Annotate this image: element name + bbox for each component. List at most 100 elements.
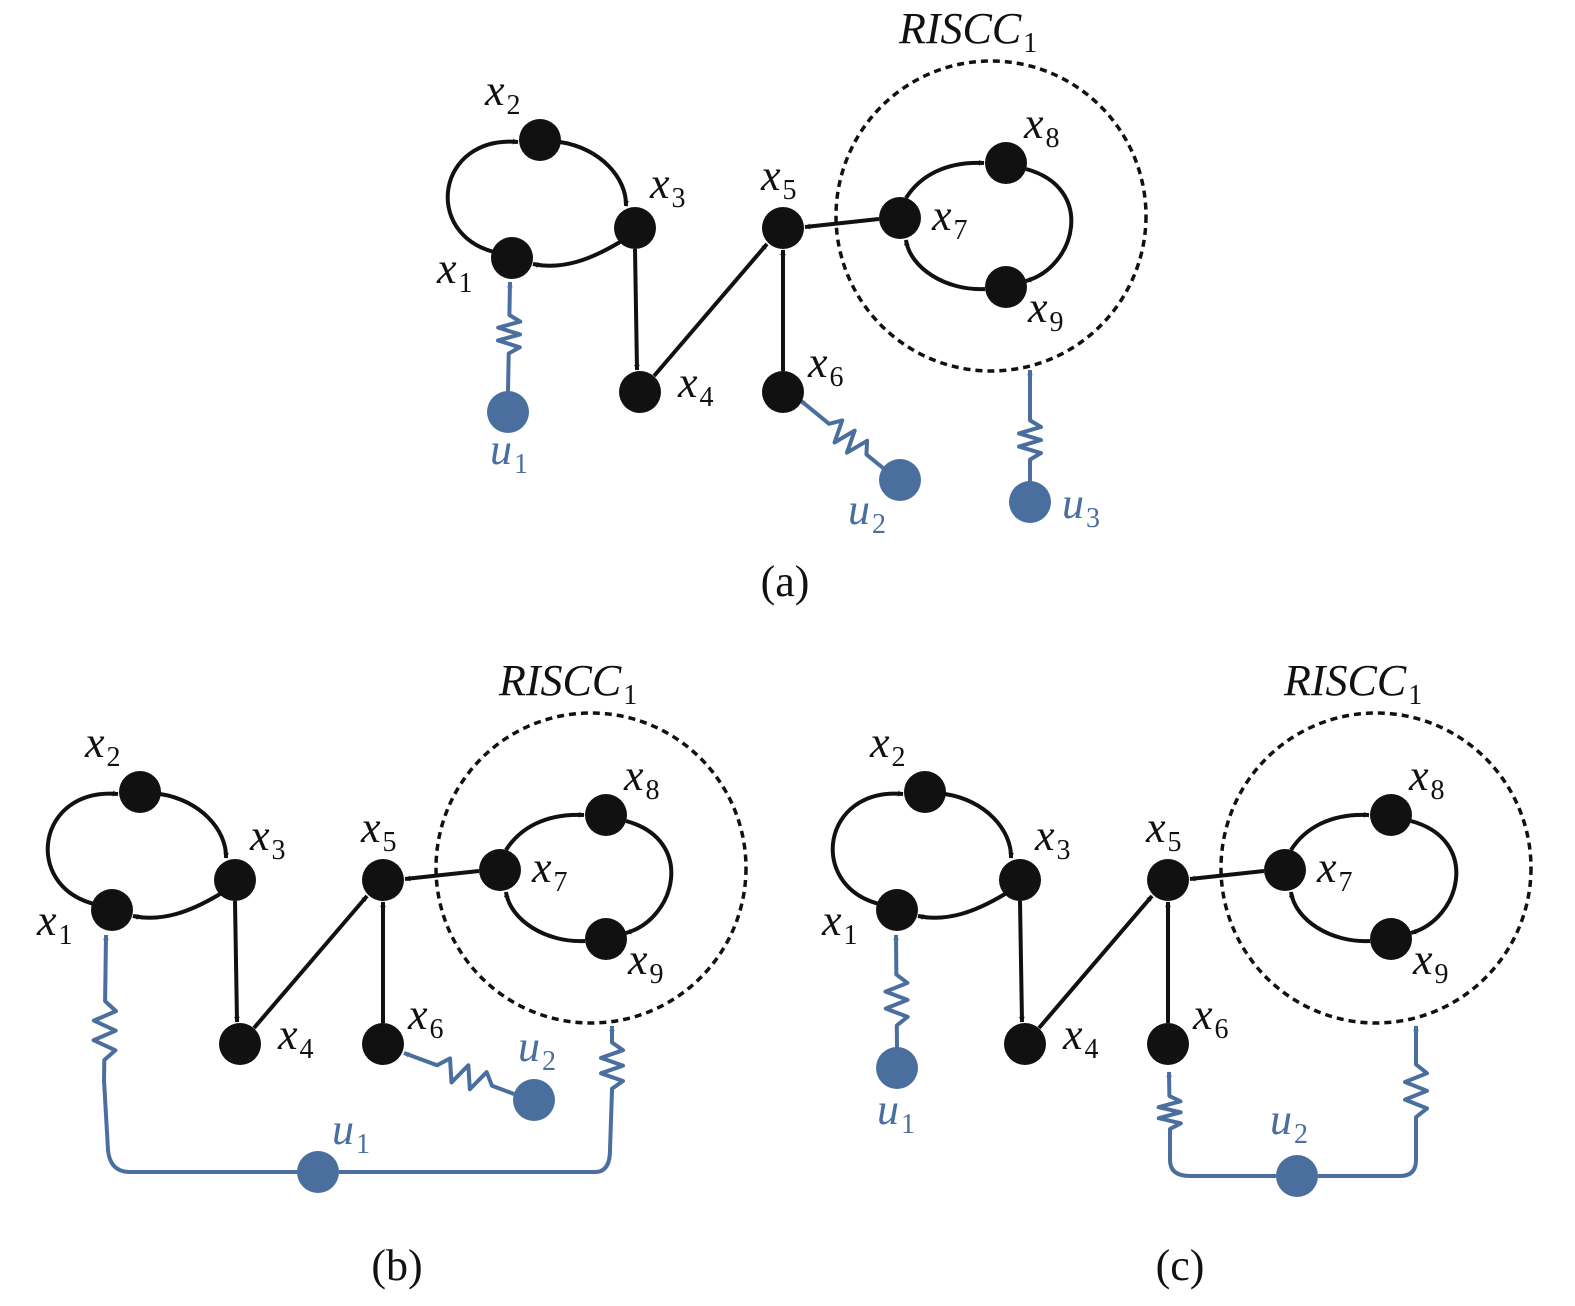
c-edge-x1-x2 (830, 790, 904, 906)
a-node-x4 (619, 371, 661, 413)
b-label-u1: u1 (332, 1105, 370, 1160)
c-node-x6 (1147, 1023, 1189, 1065)
a-node-x3 (614, 207, 656, 249)
c-edge-x7-x5 (1189, 869, 1265, 882)
b-edge-x3-x1 (132, 892, 222, 921)
c-node-u2 (1276, 1155, 1318, 1197)
c-ctrl-u2-riscc (1403, 1025, 1429, 1122)
b-ctrl-u2-x6 (403, 1051, 515, 1096)
a-ctrl-u2-x6 (798, 398, 885, 470)
a-edge-x2-x3 (559, 140, 630, 207)
b-node-x2 (119, 771, 161, 813)
b-label-x1: x1 (36, 896, 73, 951)
c-label-x3: x3 (1034, 811, 1071, 866)
a-edge-x4-x5 (652, 242, 769, 378)
c-edge-x8-x9 (1410, 819, 1459, 935)
a-edge-x9-x7 (903, 239, 986, 292)
b-edge-x7-x8 (504, 811, 585, 852)
b-edge-x2-x3 (159, 792, 230, 859)
c-caption: (c) (1156, 1241, 1205, 1290)
a-ctrl-u3-riscc (1017, 369, 1043, 482)
c-node-u1 (876, 1047, 918, 1089)
b-ctrl-u1-x1 (91, 934, 118, 1083)
b-edge-x4-x5 (252, 894, 369, 1030)
a-edge-x8-x9 (1025, 167, 1074, 283)
c-edge-x3-x4 (1018, 900, 1025, 1023)
c-label-x5: x5 (1145, 803, 1182, 858)
a-label-u1: u1 (490, 425, 528, 480)
b-label-x8: x8 (623, 751, 660, 806)
c-label-x4: x4 (1062, 1010, 1099, 1065)
b-edge-x9-x7 (503, 891, 586, 944)
c-ctrl-u1-x1 (883, 934, 910, 1049)
a-node-x5 (762, 207, 804, 249)
c-node-x4 (1004, 1023, 1046, 1065)
b-node-u2 (513, 1079, 555, 1121)
b-label-x9: x9 (627, 935, 664, 990)
c-label-u2: u2 (1270, 1095, 1308, 1150)
c-ctrl-u2-bus (1168, 1120, 1418, 1178)
b-node-x1 (91, 889, 133, 931)
c-ctrl-u2-x6 (1156, 1071, 1183, 1133)
a-label-u2: u2 (848, 485, 886, 540)
c-node-x5 (1147, 859, 1189, 901)
b-label-x5: x5 (360, 803, 397, 858)
a-riscc-boundary (834, 59, 1148, 373)
a-edge-x1-x2 (445, 138, 519, 254)
a-node-u3 (1009, 481, 1051, 523)
c-label-u1: u1 (877, 1085, 915, 1140)
a-label-x9: x9 (1027, 283, 1064, 338)
a-label-x6: x6 (807, 338, 844, 393)
c-label-x6: x6 (1192, 990, 1229, 1045)
c-label-x9: x9 (1412, 935, 1449, 990)
a-node-x9 (985, 266, 1027, 308)
a-edge-x3-x1 (532, 240, 622, 269)
a-node-x8 (985, 142, 1027, 184)
a-label-x3: x3 (649, 159, 686, 214)
a-label-u3: u3 (1062, 479, 1100, 534)
c-node-x9 (1370, 918, 1412, 960)
b-node-x5 (362, 859, 404, 901)
a-edge-x7-x8 (904, 159, 985, 200)
b-riscc-boundary (434, 711, 748, 1025)
c-edge-x2-x3 (944, 792, 1015, 859)
b-node-x3 (214, 859, 256, 901)
c-riscc-boundary (1219, 711, 1533, 1025)
c-node-x1 (876, 889, 918, 931)
a-label-x4: x4 (677, 358, 714, 413)
c-node-x2 (904, 771, 946, 813)
a-ctrl-u1-x1 (495, 281, 523, 393)
b-node-x9 (585, 918, 627, 960)
a-node-u2 (879, 459, 921, 501)
b-label-riscc: RISCC1 (498, 656, 637, 711)
b-caption: (b) (371, 1241, 422, 1290)
c-edge-x9-x7 (1288, 891, 1371, 944)
a-label-x8: x8 (1023, 99, 1060, 154)
b-ctrl-u1-riscc (599, 1025, 625, 1092)
a-label-x1: x1 (436, 244, 473, 299)
a-label-x7: x7 (931, 191, 968, 246)
a-node-x1 (491, 237, 533, 279)
a-caption: (a) (761, 557, 810, 606)
a-node-x7 (879, 197, 921, 239)
c-label-x2: x2 (869, 718, 906, 773)
c-edge-x3-x1 (917, 892, 1007, 921)
b-edge-x1-x2 (45, 790, 119, 906)
a-node-x2 (519, 119, 561, 161)
b-edge-x7-x5 (404, 869, 480, 882)
a-node-u1 (487, 391, 529, 433)
a-edge-x3-x4 (633, 248, 640, 371)
c-node-x8 (1370, 794, 1412, 836)
c-label-x7: x7 (1316, 843, 1353, 898)
b-node-x4 (219, 1023, 261, 1065)
c-label-riscc: RISCC1 (1283, 656, 1422, 711)
b-label-x3: x3 (249, 811, 286, 866)
c-node-x7 (1264, 849, 1306, 891)
a-label-x2: x2 (484, 66, 521, 121)
b-label-x7: x7 (531, 843, 568, 898)
b-node-u1 (297, 1151, 339, 1193)
a-edge-x7-x5 (804, 217, 880, 230)
b-node-x7 (479, 849, 521, 891)
